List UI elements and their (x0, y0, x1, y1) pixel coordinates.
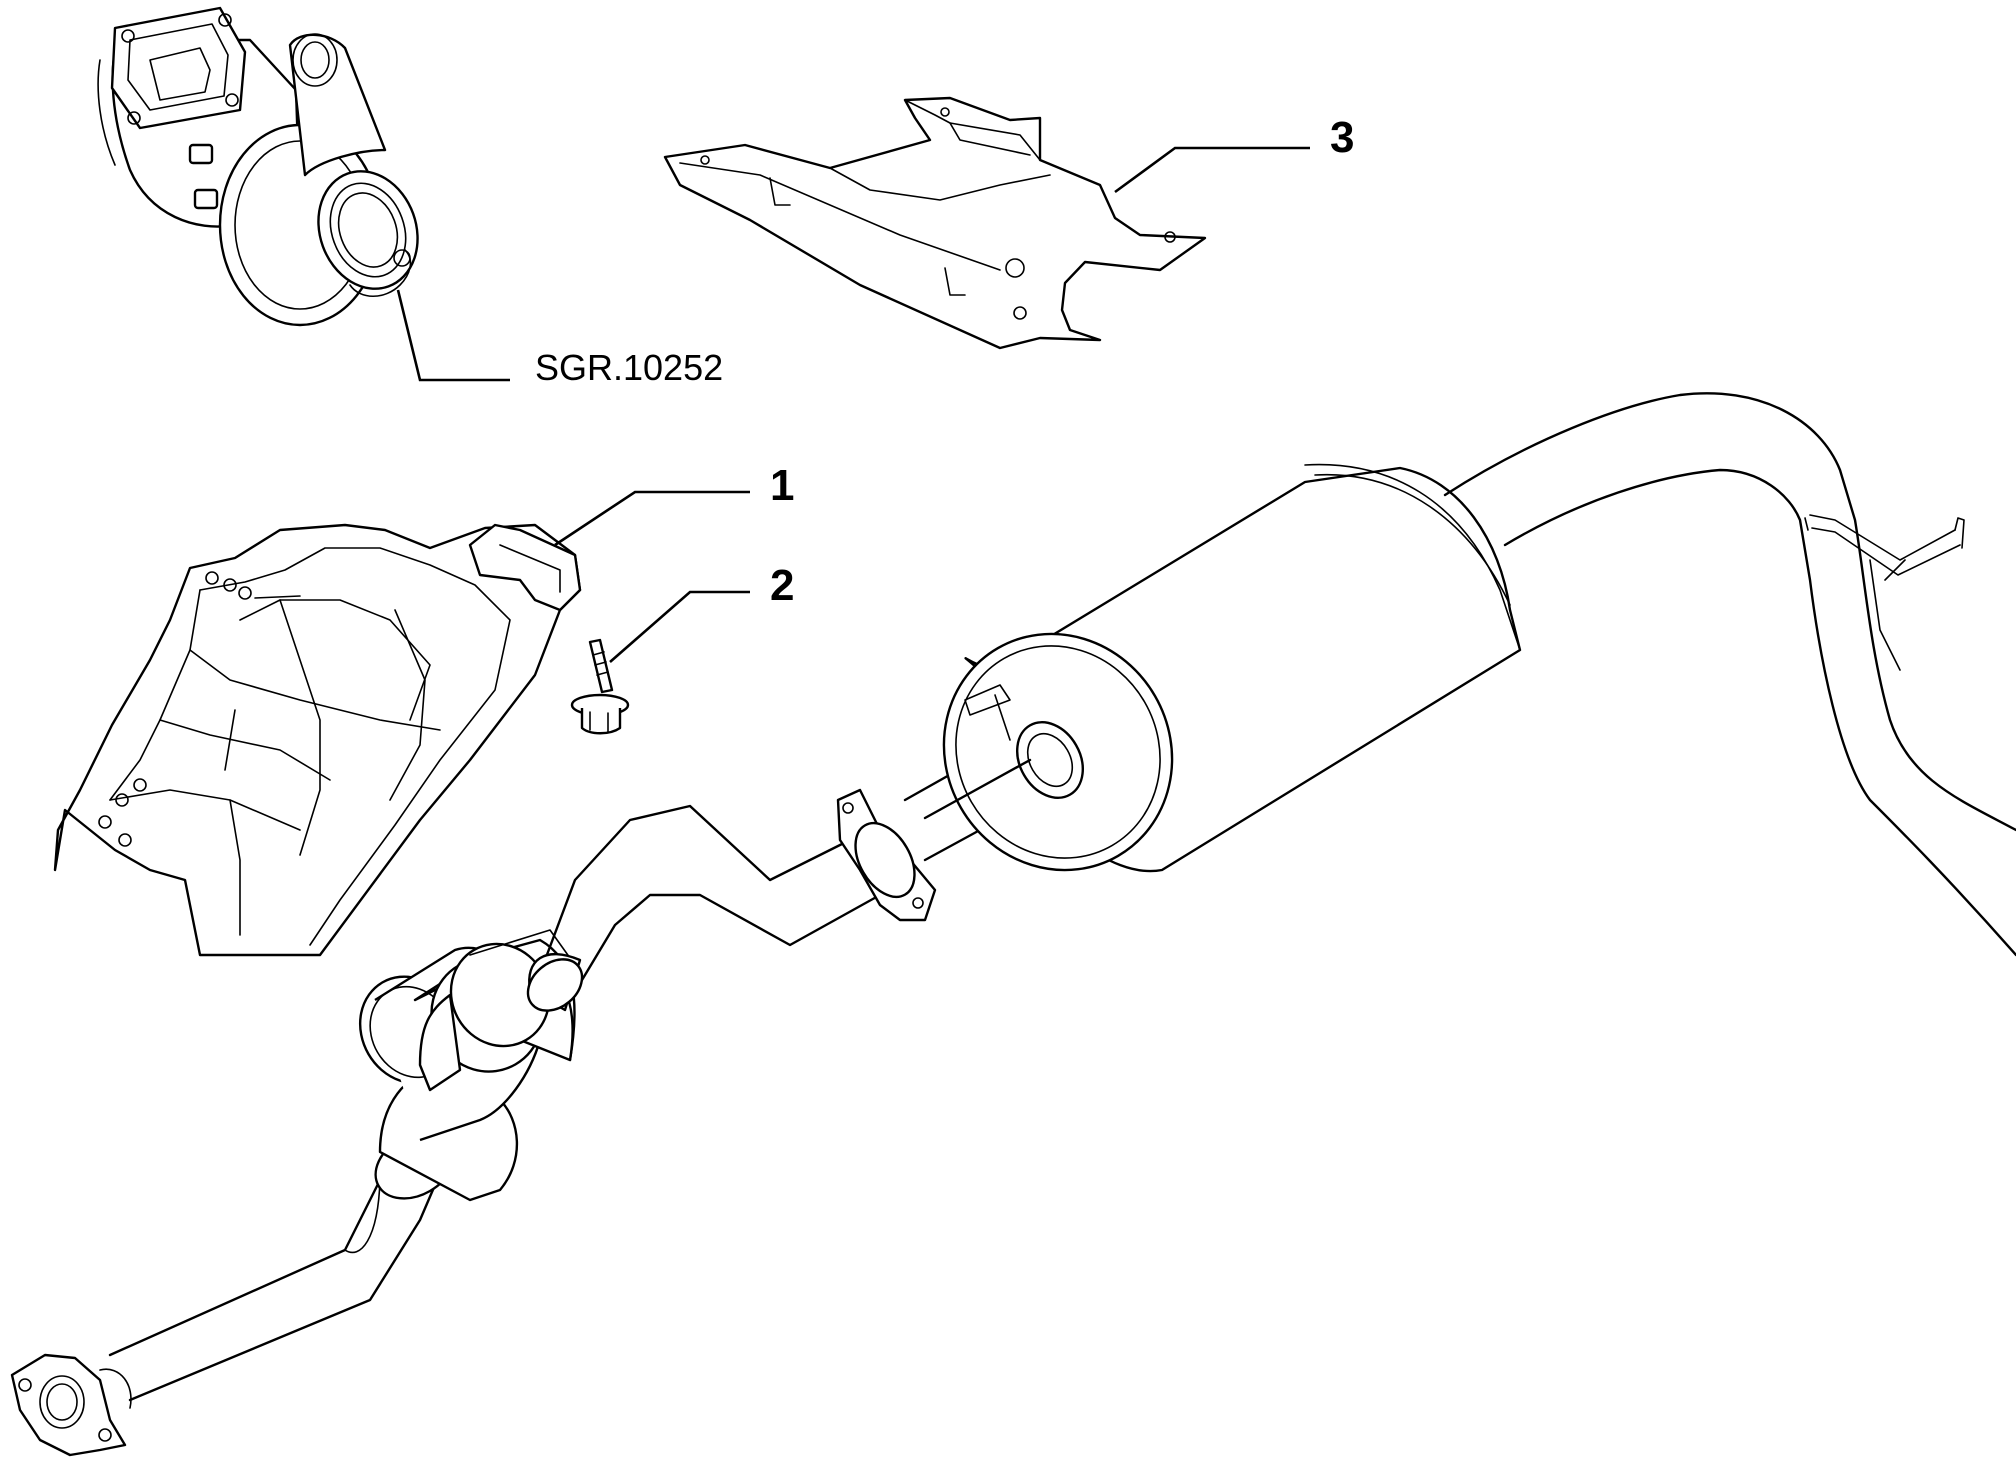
callout-2: 2 (770, 561, 794, 610)
reference-label-sgr: SGR.10252 (535, 347, 723, 388)
callout-3: 3 (1330, 113, 1354, 162)
part1-heat-shield-drawing (53, 490, 750, 957)
part3-bracket-drawing (663, 96, 1310, 350)
part2-bolt-drawing (570, 590, 750, 735)
callout-1: 1 (770, 461, 794, 510)
turbocharger-drawing (97, 6, 510, 382)
exhaust-pipe-drawing (10, 392, 2016, 1457)
